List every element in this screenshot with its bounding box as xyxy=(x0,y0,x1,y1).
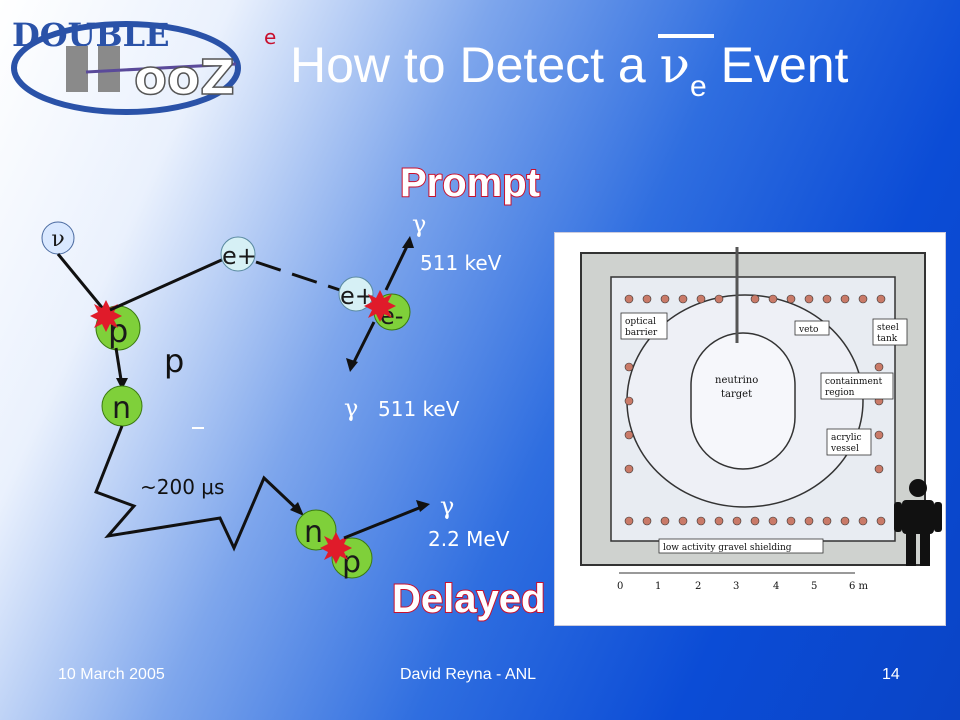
prompt-banner: Prompt xyxy=(400,161,540,205)
positron-track xyxy=(109,256,227,312)
gamma-top-symbol: γ xyxy=(412,210,426,238)
positron-chip-1 xyxy=(220,236,256,272)
label-steel: steel xyxy=(877,323,899,333)
interaction-spark-3 xyxy=(320,532,352,564)
energy-22-mev: 2.2 MeV xyxy=(428,527,510,551)
label-optical: optical xyxy=(625,317,656,327)
label-neutrino: neutrino xyxy=(715,375,758,386)
label-tank: tank xyxy=(877,334,898,344)
label-region: region xyxy=(825,388,855,398)
detector-drawing: optical barrier veto steel tank containm… xyxy=(580,247,926,592)
scale-tick-5: 5 xyxy=(811,581,817,592)
logo-double-text: DOUBLE xyxy=(12,16,169,54)
double-chooz-logo: DOUBLE ooZ e xyxy=(11,16,276,115)
scale-tick-0: 0 xyxy=(617,581,623,592)
logo-e-text: e xyxy=(264,25,276,49)
stray-proton-label: p xyxy=(164,342,184,380)
label-containment: containment xyxy=(825,377,883,387)
antineutrino-track xyxy=(56,253,106,311)
slide-title: How to Detect a νe Event xyxy=(290,34,960,106)
label-shielding: low activity gravel shielding xyxy=(663,543,792,553)
scale-tick-3: 3 xyxy=(733,581,739,592)
footer-date: 10 March 2005 xyxy=(58,666,165,683)
delay-time-label: ~200 μs xyxy=(140,475,224,499)
title-prefix: How to Detect a xyxy=(290,37,660,93)
interaction-spark-2 xyxy=(364,290,396,322)
neutron-label-delayed: n xyxy=(304,515,323,550)
positron-label-1: e+ xyxy=(222,242,257,270)
label-veto: veto xyxy=(798,325,818,335)
gamma-capture-track xyxy=(343,504,425,540)
label-vessel: vessel xyxy=(830,444,859,454)
neutron-label-prompt: n xyxy=(112,391,131,426)
title-subscript-e: e xyxy=(690,70,707,103)
delayed-banner: Delayed xyxy=(392,577,545,621)
antineutrino-label: ν xyxy=(51,227,64,252)
interaction-spark-1 xyxy=(90,300,122,332)
scale-tick-6: 6 m xyxy=(849,581,869,592)
pmt-array xyxy=(624,294,886,526)
gamma-track-down xyxy=(350,321,376,367)
positron-chip-2 xyxy=(338,276,374,312)
person-icon xyxy=(894,479,942,566)
footer-page-number: 14 xyxy=(882,666,900,683)
footer-author: David Reyna - ANL xyxy=(400,666,537,683)
logo-chooz-text: ooZ xyxy=(134,50,235,106)
positron-dashed-path xyxy=(255,260,347,294)
energy-511-mid: 511 keV xyxy=(378,397,460,421)
detector-schematic: optical barrier veto steel tank containm… xyxy=(554,232,946,626)
title-suffix: Event xyxy=(706,37,849,93)
scale-ticks: 0 1 2 3 4 5 6 m xyxy=(617,581,869,592)
gamma-mid-symbol: γ xyxy=(344,394,358,422)
label-acrylic: acrylic xyxy=(831,433,862,443)
gamma-capture-symbol: γ xyxy=(440,492,454,520)
neutron-thermalization-path xyxy=(94,425,302,552)
antineutrino-symbol: ν xyxy=(657,34,714,94)
nu-glyph: ν xyxy=(659,36,691,94)
interaction-diagram: Prompt ν p e+ e+ e- γ 511 keV γ 511 keV … xyxy=(41,160,546,622)
proton-label-delayed: p xyxy=(342,545,361,580)
label-target: target xyxy=(721,389,752,400)
antiparticle-bar xyxy=(657,34,714,38)
scale-tick-4: 4 xyxy=(773,581,779,592)
gamma-track-up xyxy=(384,239,412,291)
label-barrier: barrier xyxy=(625,328,658,338)
energy-511-top: 511 keV xyxy=(420,251,502,275)
scale-tick-2: 2 xyxy=(695,581,701,592)
scale-tick-1: 1 xyxy=(655,581,661,592)
neutrino-target-vessel xyxy=(690,332,796,470)
